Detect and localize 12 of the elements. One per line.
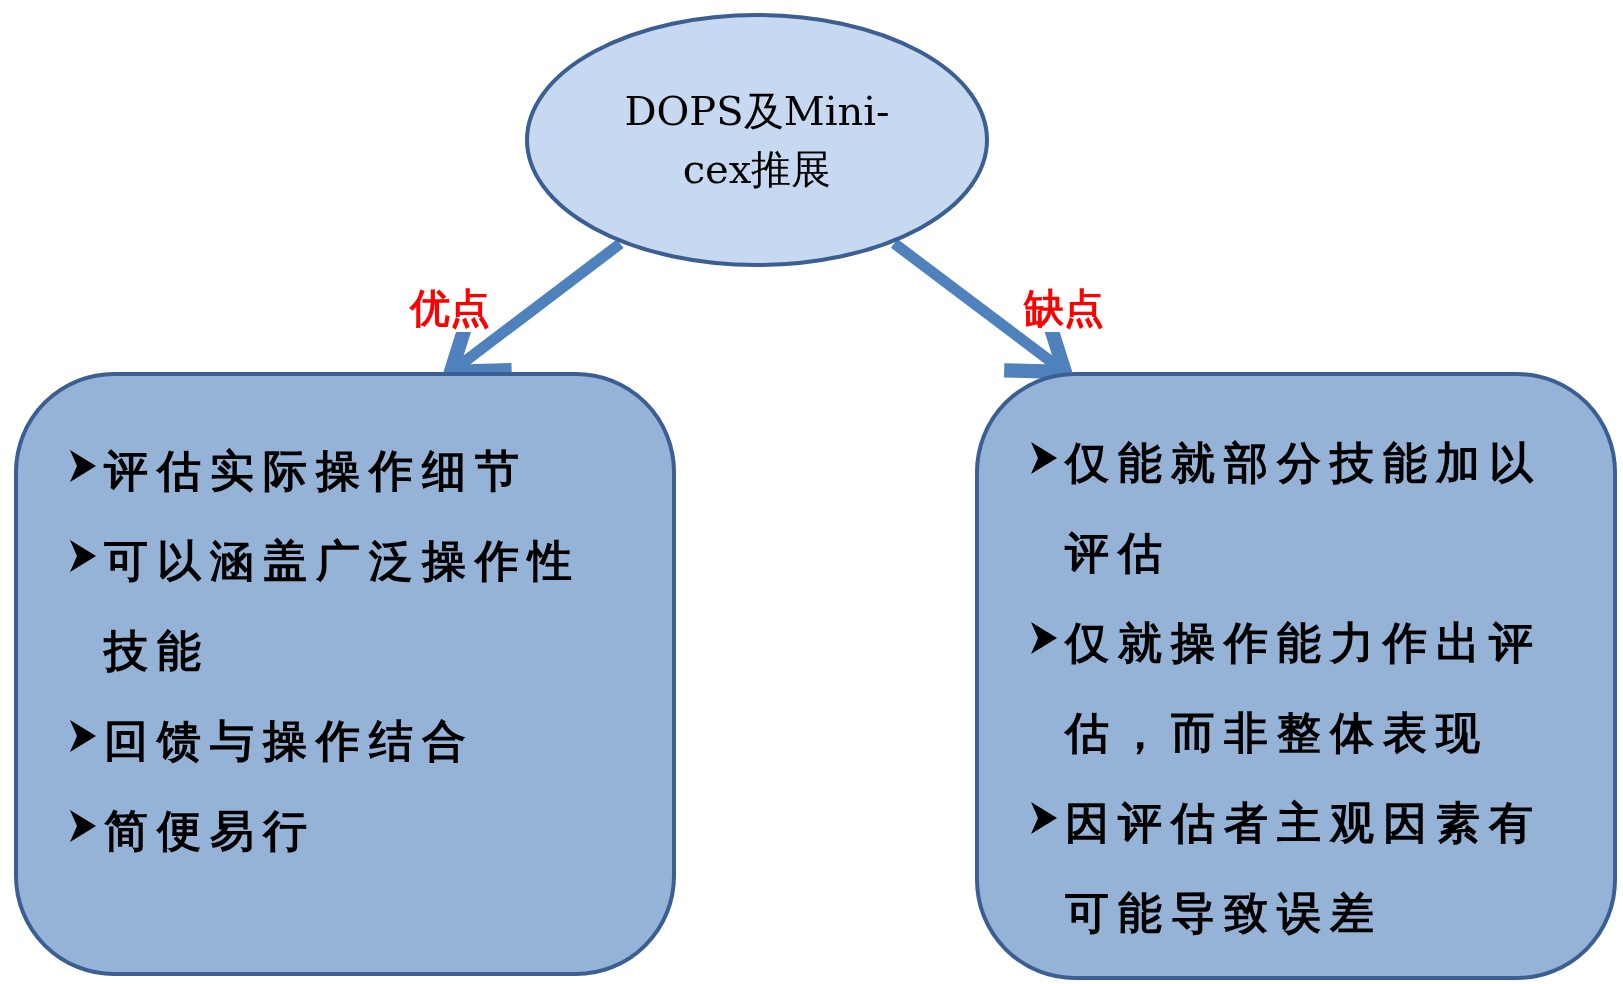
list-item: 简便易行	[104, 804, 316, 858]
list-item: 回馈与操作结合	[104, 714, 475, 768]
list-item: 因评估者主观因素有可能导致误差	[1065, 796, 1543, 940]
list-item: 仅就操作能力作出评估，而非整体表现	[1065, 616, 1543, 760]
list-box	[975, 372, 1617, 980]
list-item: 可以涵盖广泛操作性技能	[104, 534, 582, 678]
node-title: DOPS及Mini-cex推展	[623, 87, 891, 194]
list-item: 仅能就部分技能加以评估	[1065, 436, 1543, 580]
list-item: 评估实际操作细节	[104, 444, 528, 498]
list-box	[14, 372, 676, 976]
ellipse-node	[524, 12, 990, 268]
arrow	[890, 239, 1073, 380]
